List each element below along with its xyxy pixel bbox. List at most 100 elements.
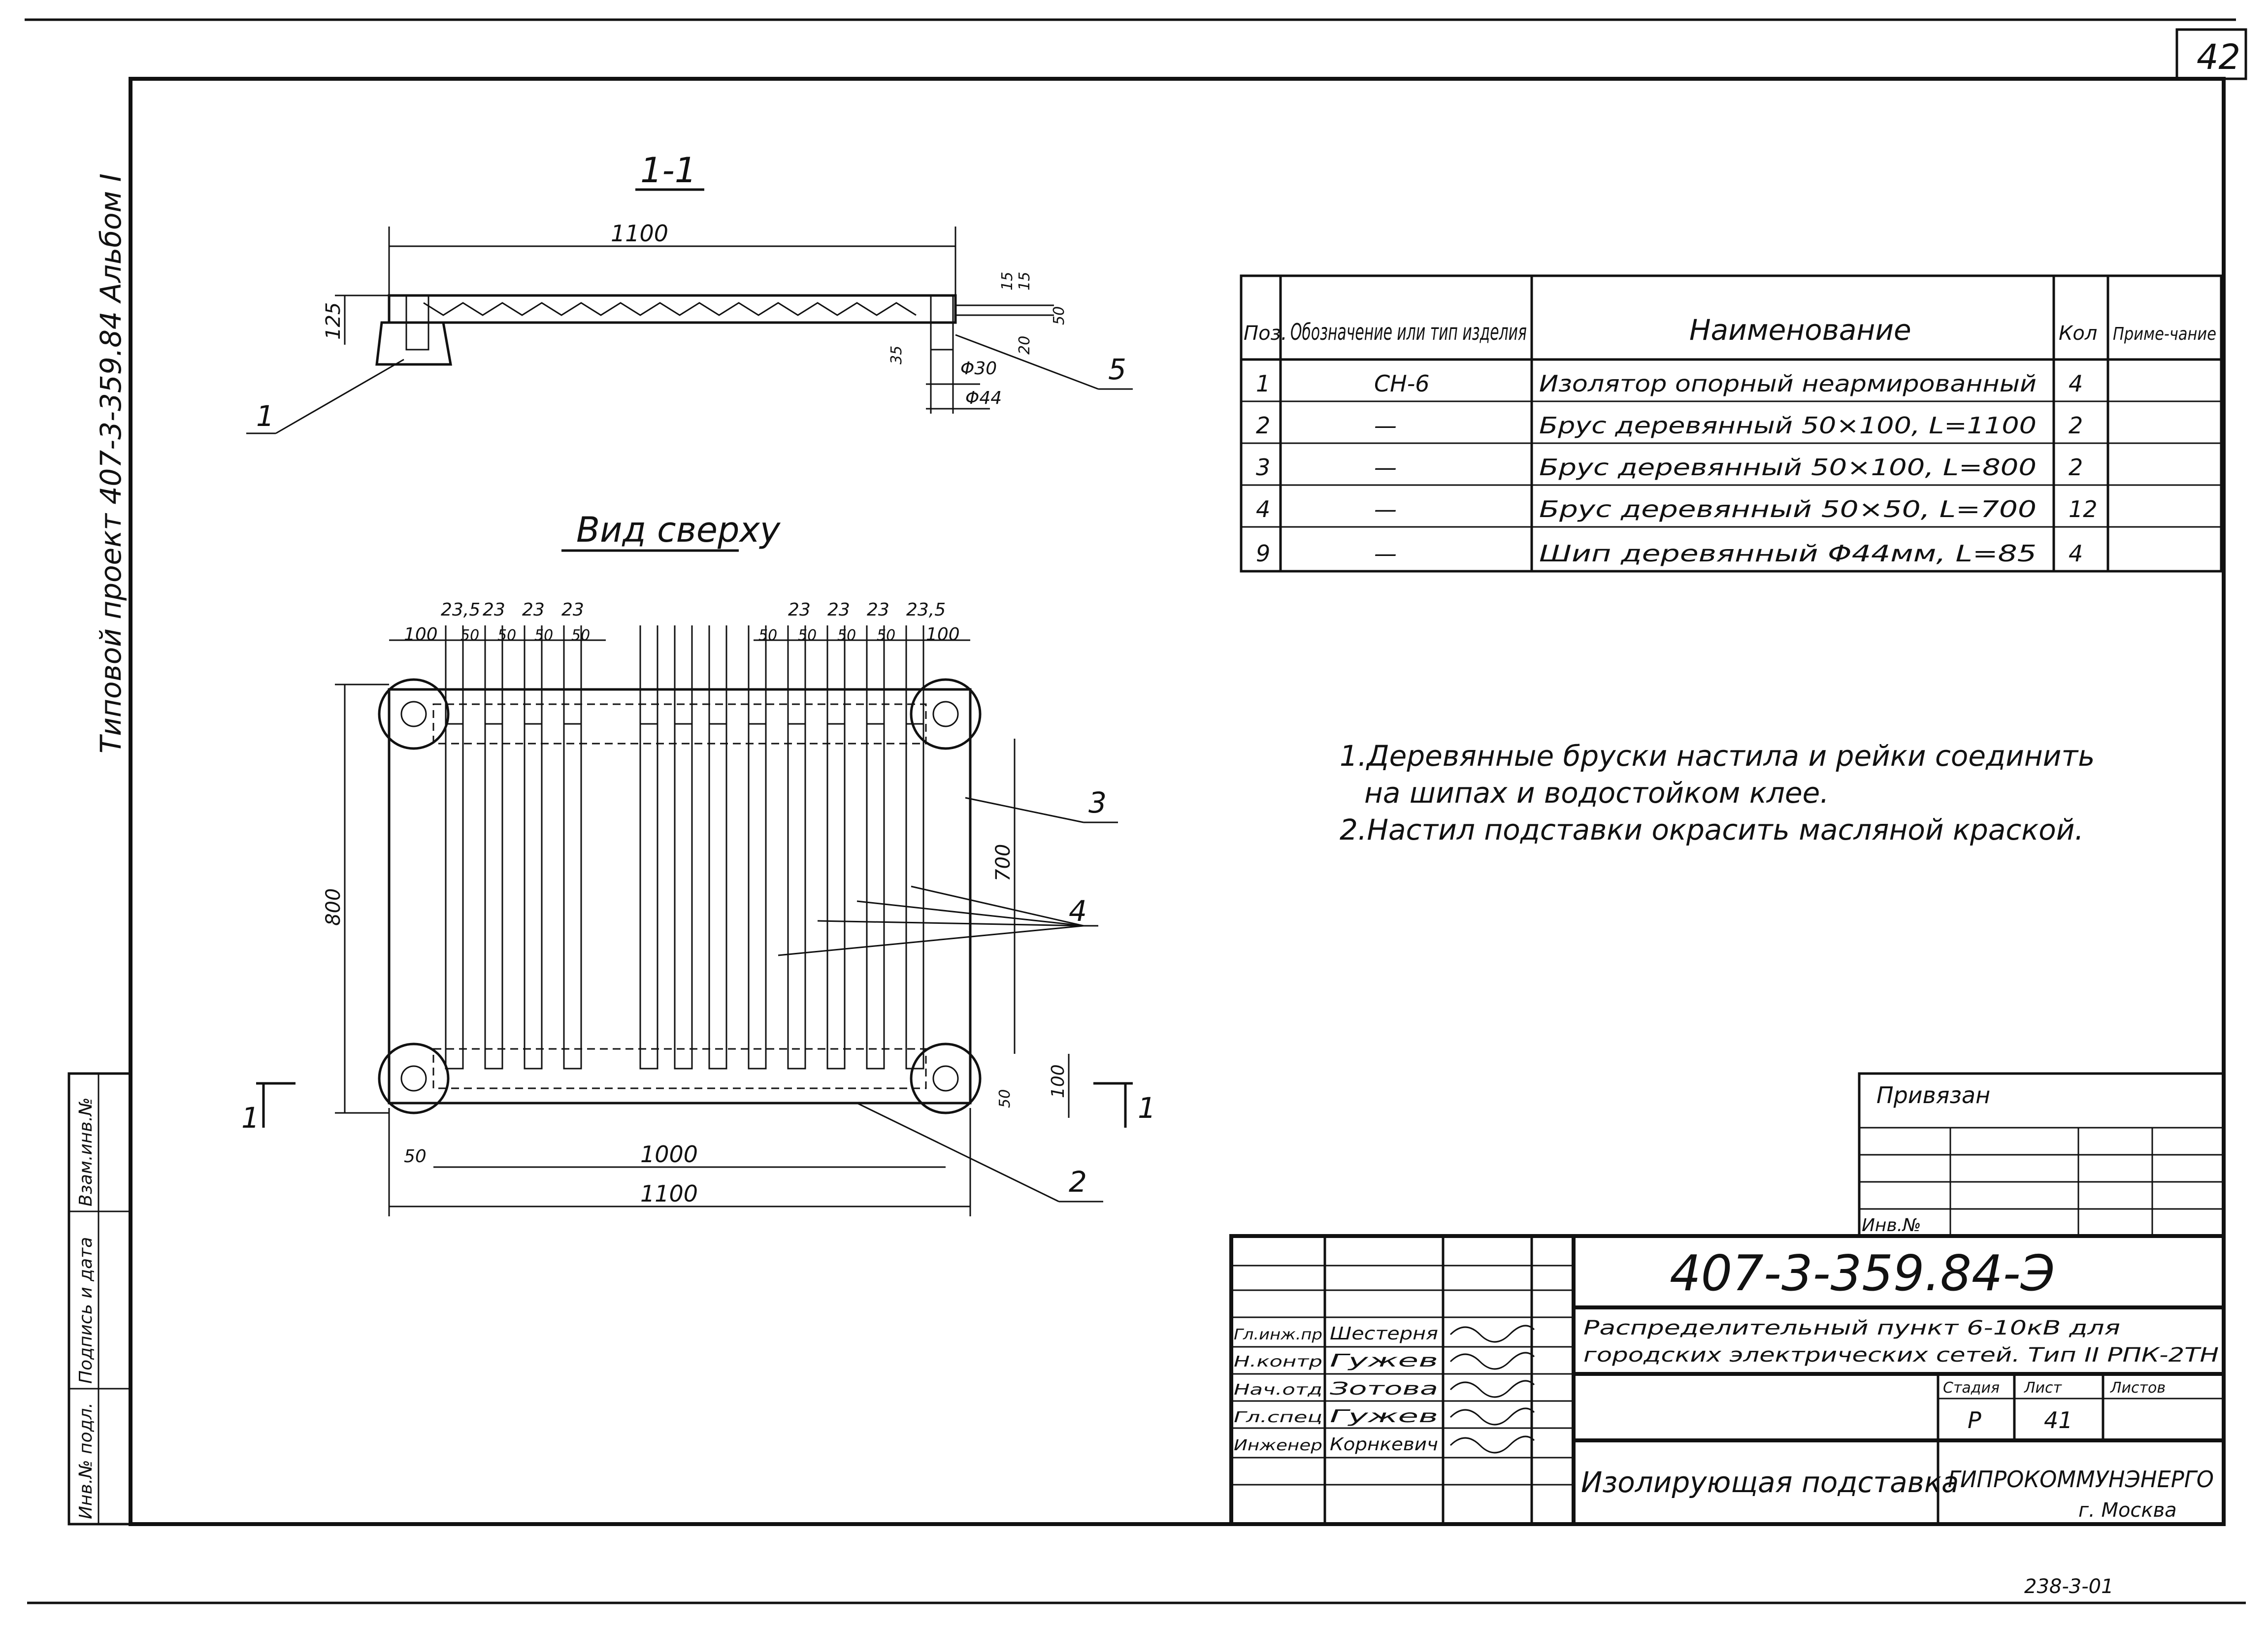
stage-label: Стадия (1943, 1379, 2000, 1397)
section-dim-50: 50 (1051, 306, 1068, 325)
plan-slat (708, 723, 727, 1070)
plan-slat (563, 723, 582, 1070)
spec-row-qty: 4 (2069, 370, 2083, 397)
section-title: 1-1 (640, 150, 696, 191)
staff-name: Шестерня (1330, 1324, 1438, 1344)
plan-outline (388, 688, 972, 1105)
plan-slat (445, 723, 464, 1070)
section-callout-1: 1 (256, 399, 274, 433)
section-pin-right (930, 294, 954, 351)
section-dim-height: 125 (322, 302, 345, 340)
plan-dim-1000: 1000 (640, 1141, 698, 1168)
staff-role: Н.контр (1234, 1353, 1322, 1370)
section-dim-d30: Φ30 (960, 358, 997, 379)
spec-row-name: Шип деревянный Φ44мм, L=85 (1539, 540, 2037, 567)
plan-dim-1100: 1100 (640, 1180, 698, 1207)
spec-row-qty: 2 (2069, 412, 2083, 439)
city: г. Москва (2078, 1499, 2177, 1522)
plan-slat (484, 723, 503, 1070)
spec-row-name: Брус деревянный 50×50, L=700 (1539, 496, 2037, 522)
plan-dim-top-l3: 23 (561, 600, 584, 620)
project-title-line-2: городских электрических сетей. Тип II РП… (1583, 1344, 2219, 1367)
title-block: 407-3-359.84-Э Распределительный пункт 6… (1229, 1234, 2226, 1526)
plan-dim-top2-r0: 50 (758, 627, 777, 644)
plan-slat (905, 723, 924, 1070)
spec-row-designation: СН-6 (1374, 370, 1430, 397)
plan-dim-top2-r1: 50 (798, 627, 817, 644)
note-line-2: на шипах и водостойком клее. (1364, 776, 1829, 810)
plan-section-mark-right: 1 (1138, 1091, 1156, 1125)
spec-header-name: Наименование (1689, 313, 1911, 347)
plan-slats (445, 625, 924, 1070)
staff-role: Инженер (1234, 1437, 1322, 1454)
staff-signature (1449, 1352, 1535, 1370)
spec-header-note: Приме-чание (2113, 324, 2216, 344)
staff-signature (1449, 1407, 1535, 1426)
plan-slat (674, 723, 693, 1070)
plan-beam-top (432, 703, 927, 745)
spec-header-pos: Поз. (1244, 322, 1287, 345)
plan-dim-top-r2: 23 (867, 600, 889, 620)
spec-header-designation: Обозначение или тип изделия (1290, 319, 1527, 345)
plan-dim-top-l0: 23,5 (441, 600, 480, 620)
staff-signature (1449, 1325, 1535, 1343)
section-dim-15b: 15 (1016, 272, 1033, 291)
plan-insulator-tr (910, 678, 982, 750)
note-line-1: 1.Деревянные бруски настила и рейки соед… (1340, 739, 2095, 773)
spec-row-name: Брус деревянный 50×100, L=1100 (1539, 412, 2037, 439)
section-callout-5: 5 (1108, 353, 1126, 386)
plan-view: Вид сверху 23,5 23 23 23 23 23 23 23,5 1… (241, 510, 1156, 1216)
plan-dim-50-right: 50 (996, 1089, 1014, 1108)
plan-insulator-bl (378, 1043, 450, 1114)
inv-orig-label: Инв.№ подл. (76, 1402, 96, 1519)
staff-name: Зотова (1330, 1379, 1438, 1399)
plan-dim-50-bottom: 50 (404, 1146, 427, 1167)
plan-dim-800: 800 (322, 888, 345, 926)
plan-beam-bottom (432, 1048, 927, 1089)
plan-callout-2: 2 (1069, 1165, 1087, 1199)
binder-label: Типовой проект 407-3-359.84 Альбом I (94, 173, 128, 753)
spec-row-qty: 4 (2069, 540, 2083, 567)
plan-dim-top-r3: 23,5 (906, 600, 946, 620)
sheets-label: Листов (2110, 1379, 2166, 1397)
plan-dim-top-r1: 23 (827, 600, 850, 620)
spec-row-pos: 2 (1256, 412, 1270, 439)
plan-slat (748, 723, 767, 1070)
drawing-title: Изолирующая подставка (1581, 1466, 1959, 1499)
spec-row-pos: 1 (1256, 370, 1270, 397)
plan-slat (866, 723, 885, 1070)
plan-slat (787, 723, 806, 1070)
footer-code: 238-3-01 (2024, 1575, 2114, 1598)
section-dim-d44: Φ44 (965, 388, 1002, 408)
doc-code: 407-3-359.84-Э (1670, 1244, 2055, 1302)
section-dim-20: 20 (1016, 336, 1033, 355)
plan-dim-top2-l0: 100 (404, 624, 438, 645)
spec-table: Поз. Обозначение или тип изделия Наимено… (1240, 274, 2223, 573)
section-board (388, 294, 957, 324)
staff-name: Гужев (1330, 1351, 1438, 1371)
staff-name: Гужев (1330, 1406, 1438, 1427)
spec-row-name: Брус деревянный 50×100, L=800 (1539, 454, 2037, 481)
page-number-box (2175, 28, 2247, 80)
plan-callout-4: 4 (1069, 894, 1087, 928)
section-dim-35: 35 (888, 346, 905, 364)
section-view: 1-1 1100 125 15 15 50 20 35 Φ30 Φ44 (246, 150, 1133, 434)
side-stamp: Взам.инв.№ Подпись и дата Инв.№ подл. (67, 1072, 132, 1526)
plan-dim-top2-r2: 50 (837, 627, 856, 644)
staff-signature (1449, 1435, 1535, 1454)
staff-role: Гл.инж.пр (1234, 1326, 1322, 1343)
section-dim-length: 1100 (611, 220, 668, 247)
spec-row-qty: 2 (2069, 454, 2083, 481)
staff-role: Гл.спец (1234, 1409, 1322, 1426)
plan-slat (639, 723, 658, 1070)
plan-section-mark-left: 1 (241, 1101, 260, 1135)
plan-insulator-br (910, 1043, 982, 1114)
sign-date-label: Подпись и дата (76, 1237, 96, 1384)
plan-dim-top2-r3: 50 (877, 627, 895, 644)
binding-block: Привязан Инв.№ (1858, 1072, 2225, 1238)
plan-slat (524, 723, 543, 1070)
plan-dim-top2-l3: 50 (534, 627, 553, 644)
